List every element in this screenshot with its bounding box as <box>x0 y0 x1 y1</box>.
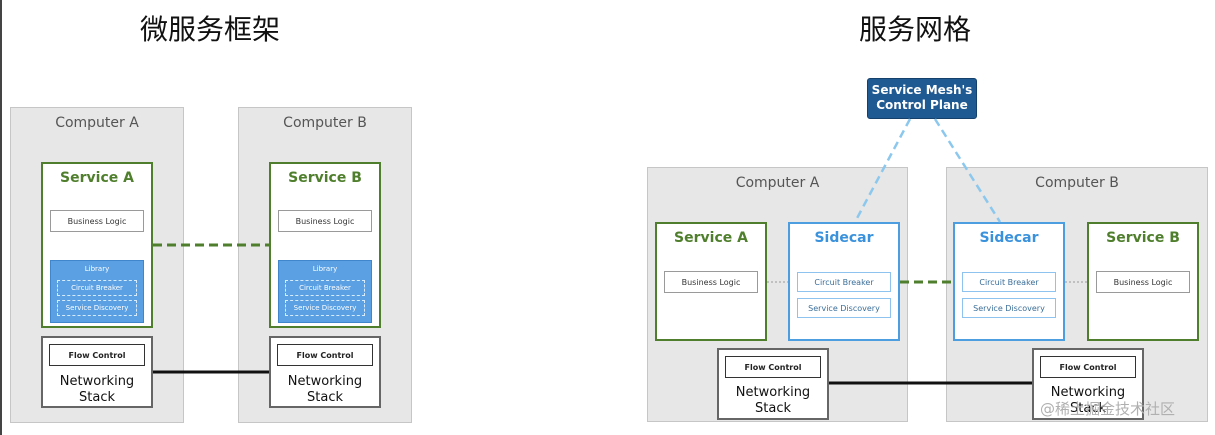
left-service-b: Service B Business Logic Library Circuit… <box>269 162 381 328</box>
right-sidecar-b: Sidecar Circuit Breaker Service Discover… <box>953 222 1065 341</box>
stack-label: Stack <box>755 401 791 416</box>
library-box: Library Circuit Breaker Service Discover… <box>50 260 144 323</box>
left-title: 微服务框架 <box>139 13 280 46</box>
sidecar-title: Sidecar <box>814 230 874 246</box>
stack-label: Stack <box>307 390 343 405</box>
circuit-breaker-box: Circuit Breaker <box>285 280 365 296</box>
control-plane-link-a <box>853 118 912 223</box>
service-title: Service B <box>1106 230 1180 246</box>
right-service-a: Service A Business Logic <box>655 222 767 341</box>
stack-label: Stack <box>1070 401 1106 416</box>
service-discovery-box: Service Discovery <box>962 298 1056 318</box>
right-title: 服务网格 <box>858 13 971 46</box>
business-logic-box: Business Logic <box>1096 271 1190 293</box>
flow-control-box: Flow Control <box>725 356 821 378</box>
service-title: Service B <box>288 170 362 186</box>
computer-label: Computer A <box>735 175 820 191</box>
library-box: Library Circuit Breaker Service Discover… <box>278 260 372 323</box>
business-logic-box: Business Logic <box>50 210 144 232</box>
watermark: @稀土掘金技术社区 <box>1040 400 1176 418</box>
control-plane-line1: Service Mesh's <box>871 83 973 97</box>
left-networking-stack-b: Flow Control Networking Stack <box>269 336 381 408</box>
computer-label: Computer B <box>283 115 367 131</box>
right-networking-stack-b: Flow Control Networking Stack <box>1032 348 1144 420</box>
control-plane-line2: Control Plane <box>876 98 968 112</box>
computer-label: Computer B <box>1035 175 1119 191</box>
computer-label: Computer A <box>55 115 139 131</box>
flow-control-box: Flow Control <box>1040 356 1136 378</box>
service-discovery-box: Service Discovery <box>797 298 891 318</box>
service-discovery-box: Service Discovery <box>285 300 365 316</box>
library-label: Library <box>84 265 110 273</box>
business-logic-box: Business Logic <box>278 210 372 232</box>
service-discovery-box: Service Discovery <box>57 300 137 316</box>
flow-control-box: Flow Control <box>49 344 145 366</box>
networking-label: Networking <box>287 374 363 389</box>
circuit-breaker-box: Circuit Breaker <box>57 280 137 296</box>
business-logic-box: Business Logic <box>664 271 758 293</box>
networking-label: Networking <box>59 374 135 389</box>
networking-label: Networking <box>735 385 811 400</box>
stack-label: Stack <box>79 390 115 405</box>
left-networking-stack-a: Flow Control Networking Stack <box>41 336 153 408</box>
circuit-breaker-box: Circuit Breaker <box>962 272 1056 292</box>
library-label: Library <box>312 265 338 273</box>
right-sidecar-a: Sidecar Circuit Breaker Service Discover… <box>788 222 900 341</box>
service-title: Service A <box>60 170 134 186</box>
right-networking-stack-a: Flow Control Networking Stack <box>717 348 829 420</box>
left-page-edge <box>0 0 2 435</box>
service-title: Service A <box>674 230 748 246</box>
circuit-breaker-box: Circuit Breaker <box>797 272 891 292</box>
control-plane-link-b <box>933 118 1002 223</box>
right-service-b: Service B Business Logic <box>1087 222 1199 341</box>
networking-label: Networking <box>1050 385 1126 400</box>
flow-control-box: Flow Control <box>277 344 373 366</box>
control-plane-box: Service Mesh's Control Plane <box>867 78 977 119</box>
sidecar-title: Sidecar <box>979 230 1039 246</box>
left-service-a: Service A Business Logic Library Circuit… <box>41 162 153 328</box>
